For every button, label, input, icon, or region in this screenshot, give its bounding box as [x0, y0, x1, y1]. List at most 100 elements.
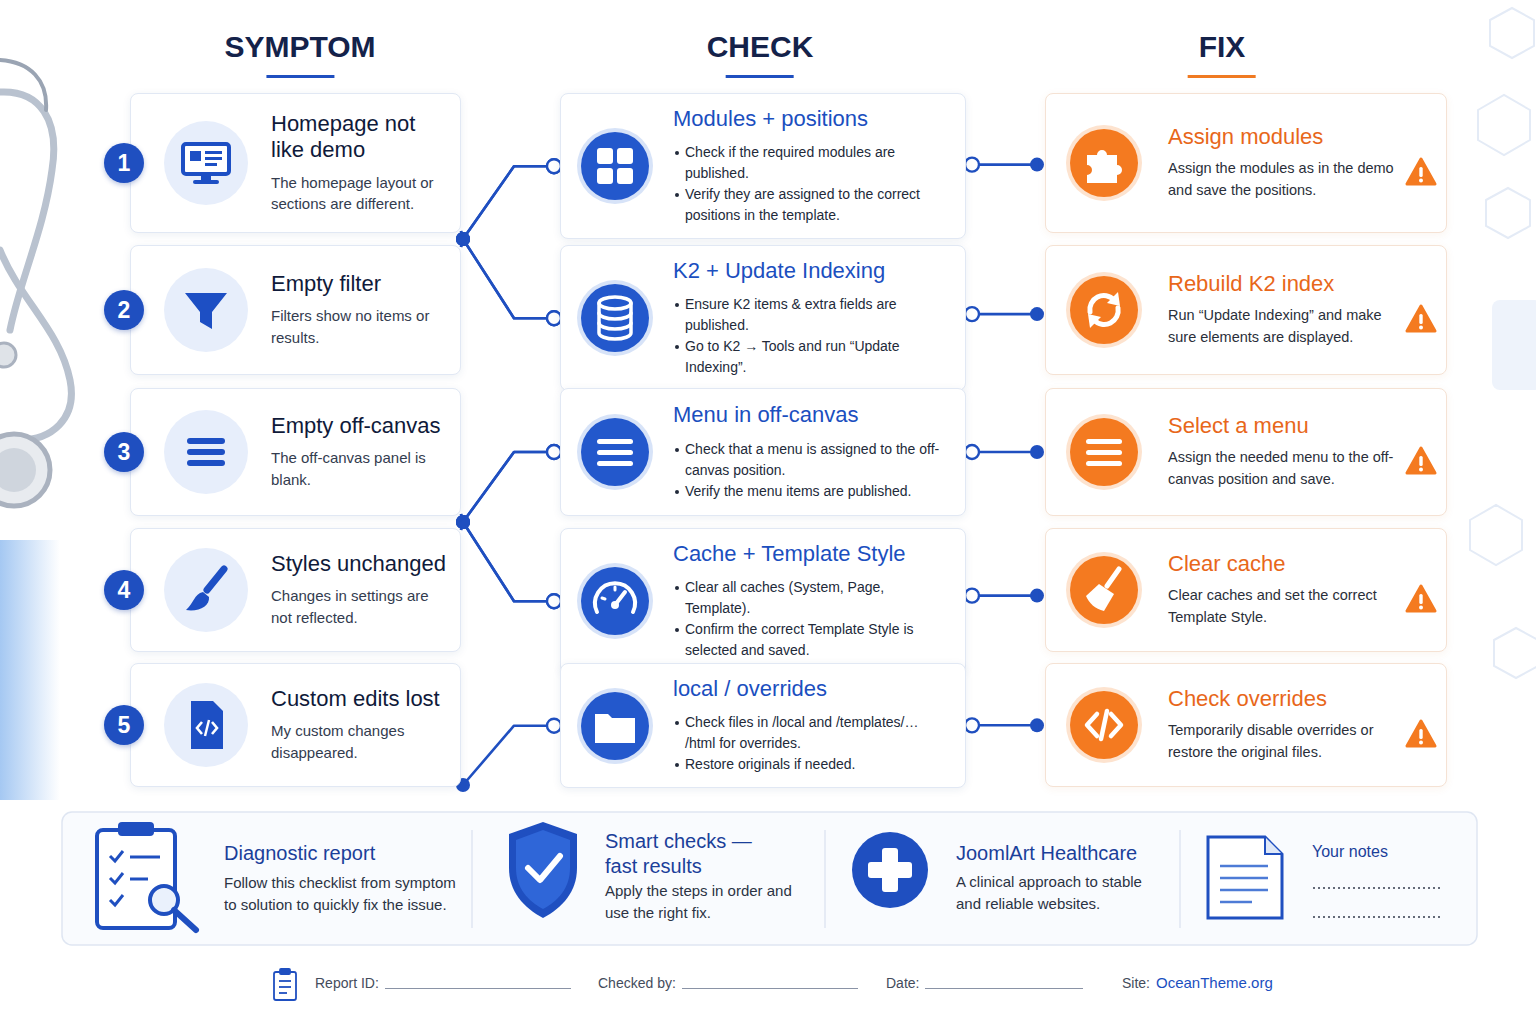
port-circle [547, 445, 561, 459]
node-heading: Select a menu [1168, 413, 1394, 439]
callout-number: 5 [104, 705, 144, 745]
junction-dot [456, 515, 470, 529]
fix-icon [1059, 545, 1149, 635]
fix-icon [1059, 118, 1149, 208]
node-body: Confirm the correct Template Style is se… [673, 619, 951, 661]
check-box: Cache + Template StyleClear all caches (… [560, 528, 966, 674]
connector [461, 231, 554, 318]
fix-box: Assign modulesAssign the modules as in t… [1045, 93, 1447, 233]
port-circle [965, 445, 979, 459]
node-body: Check if the required modules are publis… [673, 142, 951, 184]
port-circle [547, 311, 561, 325]
callout-number: 2 [104, 290, 144, 330]
symptom-box: Custom edits lost My custom changes disap… [130, 663, 461, 787]
report-clipboard-icon [274, 969, 296, 1000]
footer-band [62, 812, 1477, 945]
chk-icon [570, 273, 660, 363]
symptom-box: Empty filterFilters show no items or res… [130, 245, 461, 375]
notes-heading: Your notes [1312, 843, 1388, 861]
clipboard-icon [97, 822, 196, 930]
check-box: local / overridesCheck files in /local a… [560, 663, 966, 788]
warning-icon [1404, 155, 1438, 189]
warning-icon [1404, 444, 1438, 478]
symptom-box: Styles unchangedChanges in settings are … [130, 528, 461, 652]
form-field: Checked by: [598, 975, 676, 991]
junction-dot [456, 232, 470, 246]
fix-box: Clear cacheClear caches and set the corr… [1045, 528, 1447, 652]
stethoscope [0, 60, 71, 440]
connector [461, 726, 554, 785]
junction-dot [456, 515, 470, 529]
sym-icon [161, 118, 251, 208]
node-heading: Custom edits lost [271, 686, 452, 712]
connector [461, 522, 554, 601]
node-body: Verify they are assigned to the correct … [673, 184, 951, 226]
notes-dotted-lines [1313, 888, 1443, 917]
end-dot [1030, 589, 1044, 603]
junction-dot [456, 232, 470, 246]
site-name: OceanTheme.org [1156, 974, 1273, 991]
warning-icon [1404, 302, 1438, 336]
port-circle [547, 311, 561, 325]
connector [461, 239, 554, 318]
fix-icon [1059, 407, 1149, 497]
sym-icon [161, 545, 251, 635]
connector [461, 166, 554, 247]
stethoscope-diaphragm [0, 448, 36, 492]
sym-icon [161, 407, 251, 497]
connector [461, 514, 554, 601]
junction-dot [456, 232, 470, 246]
check-box: Modules + positionsCheck if the required… [560, 93, 966, 239]
form-field: Date: [886, 975, 919, 991]
junction-dot [456, 515, 470, 529]
node-body: Temporarily disable overrides or restore… [1168, 720, 1394, 764]
footer-dividers [472, 830, 1180, 928]
node-body: Restore originals if needed. [673, 754, 951, 775]
port-circle [547, 594, 561, 608]
check-box: K2 + Update IndexingEnsure K2 items & ex… [560, 245, 966, 391]
callout-number: 4 [104, 570, 144, 610]
footer-heading: Diagnostic report [224, 841, 464, 866]
end-dot [1030, 445, 1044, 459]
form-field: Site: [1122, 975, 1150, 991]
port-circle [965, 307, 979, 321]
chk-icon [570, 681, 660, 771]
node-body: My custom changes disappeared. [271, 720, 452, 764]
node-body: The homepage layout or sections are diff… [271, 172, 452, 216]
node-heading: Clear cache [1168, 551, 1394, 577]
node-body: Assign the modules as in the demo and sa… [1168, 158, 1394, 202]
junction-dot [456, 515, 470, 529]
port-circle [965, 718, 979, 732]
fix-icon [1059, 265, 1149, 355]
node-heading: Empty off-canvas [271, 413, 452, 439]
fix-box: Rebuild K2 indexRun “Update Indexing” an… [1045, 245, 1447, 375]
footer-text: Apply the steps in order and use the rig… [605, 880, 810, 924]
footer-heading: JoomlArt Healthcare [956, 841, 1171, 866]
warning-icon [1404, 717, 1438, 751]
node-body: Check files in /local and /templates/… /… [673, 712, 951, 754]
shield-icon [509, 822, 577, 918]
node-heading: Modules + positions [673, 106, 951, 132]
end-dot [1030, 718, 1044, 732]
sym-icon [161, 265, 251, 355]
form-field: Report ID: [315, 975, 379, 991]
footer-heading: Smart checks — fast results [605, 829, 765, 879]
node-heading: Menu in off-canvas [673, 402, 951, 428]
fix-box: Check overridesTemporarily disable overr… [1045, 663, 1447, 787]
node-body: Verify the menu items are published. [673, 481, 951, 502]
node-heading: Cache + Template Style [673, 541, 951, 567]
footer-text: Follow this checklist from symptom to so… [224, 872, 460, 916]
notes-document-icon [1208, 837, 1282, 918]
port-circle [547, 159, 561, 173]
node-body: Run “Update Indexing” and make sure elem… [1168, 305, 1394, 349]
fix-icon [1059, 680, 1149, 770]
footer-text: A clinical approach to stable and reliab… [956, 871, 1171, 915]
node-heading: local / overrides [673, 676, 951, 702]
node-body: Ensure K2 items & extra fields are publi… [673, 294, 951, 336]
sym-icon [161, 680, 251, 770]
node-body: The off-canvas panel is blank. [271, 447, 452, 491]
column-header: SYMPTOM [224, 30, 375, 64]
connector [461, 452, 554, 530]
port-circle [547, 719, 561, 733]
